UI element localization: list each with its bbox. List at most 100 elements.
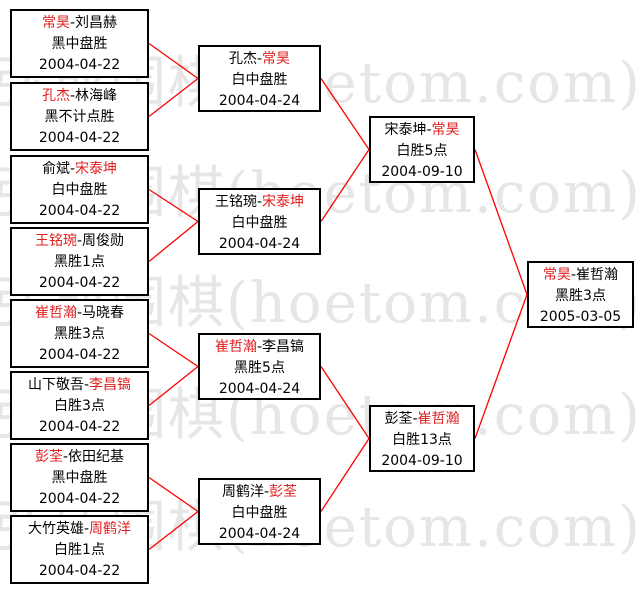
match-box: 孔杰-常昊白中盘胜 2004-04-24 bbox=[198, 45, 321, 112]
player-name: 崔哲瀚 bbox=[576, 267, 619, 283]
match-result: 白中盘胜 bbox=[231, 72, 288, 88]
separator: - bbox=[69, 88, 76, 104]
connector-line bbox=[320, 149, 370, 222]
match-date: 2004-04-22 bbox=[38, 419, 121, 435]
connector-line bbox=[148, 332, 199, 368]
match-result: 白胜5点 bbox=[396, 143, 448, 159]
match-players: 彭荃-依田纪基 bbox=[12, 447, 147, 468]
match-result: 白中盘胜 bbox=[231, 505, 288, 521]
match-date: 2004-04-24 bbox=[218, 236, 301, 252]
match-players: 周鹤洋-彭荃 bbox=[200, 482, 319, 503]
connector-line bbox=[474, 294, 528, 439]
separator: - bbox=[62, 449, 69, 465]
separator: - bbox=[76, 305, 83, 321]
separator: - bbox=[69, 161, 76, 177]
connector-line bbox=[320, 78, 370, 150]
match-box: 崔哲瀚-马晓春黑胜3点 2004-04-22 bbox=[10, 299, 149, 368]
match-result: 白胜3点 bbox=[54, 398, 105, 414]
player-name: 山下敬吾 bbox=[27, 377, 84, 393]
match-box: 彭荃-崔哲瀚白胜13点 2004-09-10 bbox=[369, 405, 475, 472]
match-date: 2004-04-22 bbox=[38, 57, 121, 73]
connector-line bbox=[148, 42, 199, 80]
connector-line bbox=[148, 220, 199, 263]
separator: - bbox=[256, 194, 263, 210]
match-players: 孔杰-常昊 bbox=[200, 49, 319, 70]
player-name: 周俊勋 bbox=[82, 233, 125, 249]
match-result: 黑胜1点 bbox=[54, 254, 105, 270]
match-players: 彭荃-崔哲瀚 bbox=[371, 409, 473, 430]
match-date: 2004-04-22 bbox=[38, 130, 121, 146]
player-name: 宋泰坤 bbox=[384, 122, 427, 138]
player-name: 周鹤洋 bbox=[89, 521, 132, 537]
match-result: 白胜1点 bbox=[54, 542, 105, 558]
match-result: 白胜13点 bbox=[392, 432, 452, 448]
match-date: 2004-04-22 bbox=[38, 491, 121, 507]
separator: - bbox=[426, 122, 432, 138]
separator: - bbox=[256, 339, 263, 355]
match-result: 黑胜3点 bbox=[555, 288, 606, 304]
player-name: 李昌镐 bbox=[262, 339, 305, 355]
match-result: 白中盘胜 bbox=[51, 182, 108, 198]
player-name: 依田纪基 bbox=[68, 449, 125, 465]
match-date: 2004-04-22 bbox=[38, 347, 121, 363]
match-players: 王铭琬-宋泰坤 bbox=[200, 192, 319, 213]
player-name: 崔哲瀚 bbox=[214, 339, 257, 355]
player-name: 林海峰 bbox=[75, 88, 118, 104]
connector-line bbox=[148, 365, 199, 407]
separator: - bbox=[570, 267, 577, 283]
match-date: 2004-04-22 bbox=[38, 203, 121, 219]
player-name: 常昊 bbox=[542, 267, 571, 283]
match-date: 2004-04-24 bbox=[218, 381, 301, 397]
match-date: 2004-04-22 bbox=[38, 563, 121, 579]
match-date: 2004-04-22 bbox=[38, 275, 121, 291]
player-name: 彭荃 bbox=[34, 449, 63, 465]
player-name: 俞斌 bbox=[41, 161, 70, 177]
player-name: 王铭琬 bbox=[214, 194, 257, 210]
match-players: 宋泰坤-常昊 bbox=[371, 120, 473, 141]
match-players: 崔哲瀚-李昌镐 bbox=[200, 337, 319, 358]
player-name: 李昌镐 bbox=[89, 377, 132, 393]
match-players: 山下敬吾-李昌镐 bbox=[12, 375, 147, 396]
player-name: 常昊 bbox=[431, 122, 460, 138]
match-date: 2004-04-24 bbox=[218, 93, 301, 109]
player-name: 常昊 bbox=[41, 15, 70, 31]
match-date: 2005-03-05 bbox=[539, 309, 622, 325]
match-players: 常昊-崔哲瀚 bbox=[529, 265, 632, 286]
connector-line bbox=[320, 366, 370, 439]
connector-line bbox=[148, 510, 199, 551]
connector-line bbox=[148, 188, 199, 223]
separator: - bbox=[83, 377, 90, 393]
player-name: 常昊 bbox=[262, 51, 291, 67]
match-result: 白中盘胜 bbox=[231, 215, 288, 231]
separator: - bbox=[76, 233, 83, 249]
match-box: 周鹤洋-彭荃白中盘胜 2004-04-24 bbox=[198, 478, 321, 545]
separator: - bbox=[83, 521, 90, 537]
match-players: 常昊-刘昌赫 bbox=[12, 13, 147, 34]
match-box: 山下敬吾-李昌镐白胜3点 2004-04-22 bbox=[10, 371, 149, 440]
match-date: 2004-09-10 bbox=[381, 164, 463, 180]
match-date: 2004-04-24 bbox=[218, 526, 301, 542]
player-name: 崔哲瀚 bbox=[417, 411, 460, 427]
match-players: 王铭琬-周俊勋 bbox=[12, 231, 147, 252]
match-box: 俞斌-宋泰坤白中盘胜 2004-04-22 bbox=[10, 155, 149, 224]
match-players: 崔哲瀚-马晓春 bbox=[12, 303, 147, 324]
player-name: 彭荃 bbox=[384, 411, 413, 427]
match-players: 大竹英雄-周鹤洋 bbox=[12, 519, 147, 540]
match-date: 2004-09-10 bbox=[381, 453, 463, 469]
match-result: 黑胜3点 bbox=[54, 326, 105, 342]
player-name: 王铭琬 bbox=[34, 233, 77, 249]
match-box: 孔杰-林海峰黑不计点胜 2004-04-22 bbox=[10, 82, 149, 151]
connector-line bbox=[148, 77, 199, 118]
connector-line bbox=[148, 476, 199, 513]
player-name: 周鹤洋 bbox=[221, 484, 264, 500]
player-name: 大竹英雄 bbox=[27, 521, 84, 537]
match-result: 黑不计点胜 bbox=[44, 109, 115, 125]
match-players: 俞斌-宋泰坤 bbox=[12, 159, 147, 180]
player-name: 崔哲瀚 bbox=[34, 305, 77, 321]
match-box: 王铭琬-宋泰坤白中盘胜 2004-04-24 bbox=[198, 188, 321, 255]
match-result: 黑胜5点 bbox=[234, 360, 285, 376]
player-name: 孔杰 bbox=[41, 88, 70, 104]
player-name: 马晓春 bbox=[82, 305, 125, 321]
